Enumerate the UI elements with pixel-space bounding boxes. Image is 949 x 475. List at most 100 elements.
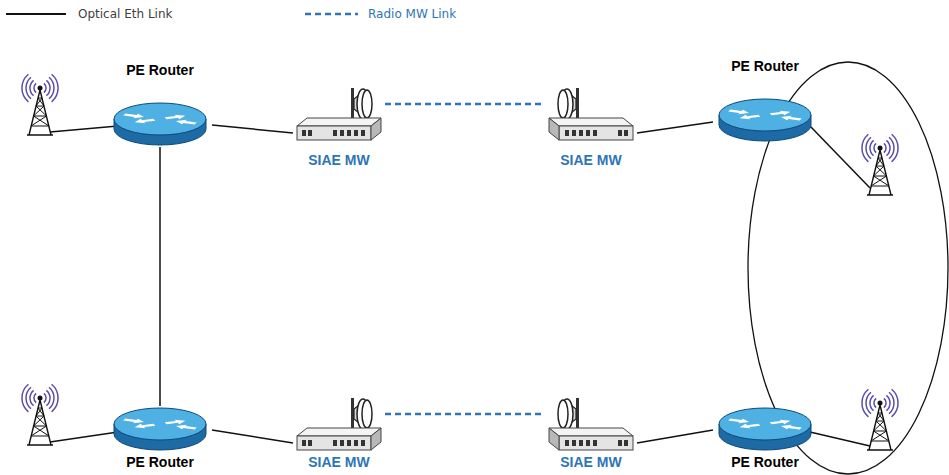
router-arrows xyxy=(727,108,803,121)
device-port xyxy=(618,440,622,446)
device-port xyxy=(624,130,628,136)
router-top xyxy=(719,99,811,131)
radio-link xyxy=(385,413,545,416)
router-arrow xyxy=(122,417,147,424)
router-icon xyxy=(717,97,813,143)
device-top xyxy=(297,118,381,126)
router-icon xyxy=(112,101,208,147)
dish-face xyxy=(362,400,372,428)
device-port xyxy=(354,130,358,136)
microwave-unit xyxy=(297,398,381,450)
device-front xyxy=(297,126,371,140)
router-top xyxy=(719,408,811,440)
router-arrow xyxy=(122,112,147,119)
microwave-unit xyxy=(549,398,633,450)
legend-text: Optical Eth Link xyxy=(78,6,172,22)
legend-radio-sample xyxy=(305,13,358,16)
cell-tower xyxy=(862,134,898,195)
device-port xyxy=(302,440,306,446)
router-arrows xyxy=(122,112,198,125)
device-port xyxy=(333,130,337,136)
device-front xyxy=(559,436,633,450)
microwave-icon xyxy=(545,396,637,452)
optical-link xyxy=(159,147,161,406)
device-side xyxy=(371,428,381,450)
optical-link xyxy=(212,125,293,133)
router-arrow xyxy=(779,424,804,431)
device-port xyxy=(618,130,622,136)
router-node: PE Router xyxy=(713,58,817,143)
device-label: SIAE MW xyxy=(308,152,369,169)
optical-link xyxy=(212,430,293,443)
router-arrow xyxy=(163,419,188,426)
microwave-node: SIAE MW xyxy=(293,396,385,471)
router-icon xyxy=(112,406,208,452)
router-top xyxy=(114,103,206,135)
microwave-icon xyxy=(293,396,385,452)
device-port xyxy=(624,440,628,446)
antenna-link xyxy=(810,432,870,446)
device-side xyxy=(549,118,559,140)
device-port xyxy=(361,440,365,446)
device-port xyxy=(579,440,583,446)
router-arrows xyxy=(122,417,198,430)
device-label: SIAE MW xyxy=(308,454,369,471)
device-label: SIAE MW xyxy=(560,454,621,471)
device-port xyxy=(579,130,583,136)
dish-face xyxy=(558,400,568,428)
router-node: PE Router xyxy=(713,406,817,471)
device-top xyxy=(549,118,633,126)
router-icon xyxy=(717,406,813,452)
antenna-link xyxy=(50,432,118,442)
device-top xyxy=(297,428,381,436)
device-port xyxy=(308,130,312,136)
legend-optical-sample xyxy=(6,13,66,15)
router-label: PE Router xyxy=(731,58,799,75)
microwave-unit xyxy=(549,88,633,140)
router-arrows xyxy=(727,417,803,430)
router-arrow xyxy=(174,119,199,126)
cell-tower xyxy=(862,389,898,450)
microwave-icon xyxy=(545,86,637,142)
router-top xyxy=(114,408,206,440)
router-label: PE Router xyxy=(126,454,194,471)
device-port xyxy=(586,130,590,136)
router-arrow xyxy=(779,115,804,122)
dish-face xyxy=(558,90,568,118)
router-arrow xyxy=(737,422,762,429)
legend-text: Radio MW Link xyxy=(368,6,456,22)
device-port xyxy=(354,440,358,446)
device-port xyxy=(565,440,569,446)
device-port xyxy=(565,130,569,136)
device-port xyxy=(593,440,597,446)
device-port xyxy=(593,130,597,136)
router-arrow xyxy=(727,108,752,115)
router-label: PE Router xyxy=(126,62,194,79)
router-arrow xyxy=(132,422,157,429)
device-port xyxy=(333,440,337,446)
optical-link xyxy=(637,430,713,443)
microwave-icon xyxy=(293,86,385,142)
router-arrow xyxy=(768,419,793,426)
router-arrow xyxy=(768,110,793,117)
microwave-node: SIAE MW xyxy=(545,86,637,169)
optical-link xyxy=(637,122,713,133)
device-port xyxy=(347,440,351,446)
device-label: SIAE MW xyxy=(560,152,621,169)
dish-face xyxy=(362,90,372,118)
router-arrow xyxy=(737,113,762,120)
device-port xyxy=(302,130,306,136)
router-arrow xyxy=(174,424,199,431)
device-port xyxy=(361,130,365,136)
device-side xyxy=(549,428,559,450)
antenna-link xyxy=(50,126,118,132)
device-port xyxy=(308,440,312,446)
device-port xyxy=(572,440,576,446)
router-arrow xyxy=(163,114,188,121)
router-node: PE Router xyxy=(108,62,212,147)
device-port xyxy=(340,440,344,446)
device-side xyxy=(371,118,381,140)
microwave-node: SIAE MW xyxy=(545,396,637,471)
router-label: PE Router xyxy=(731,454,799,471)
